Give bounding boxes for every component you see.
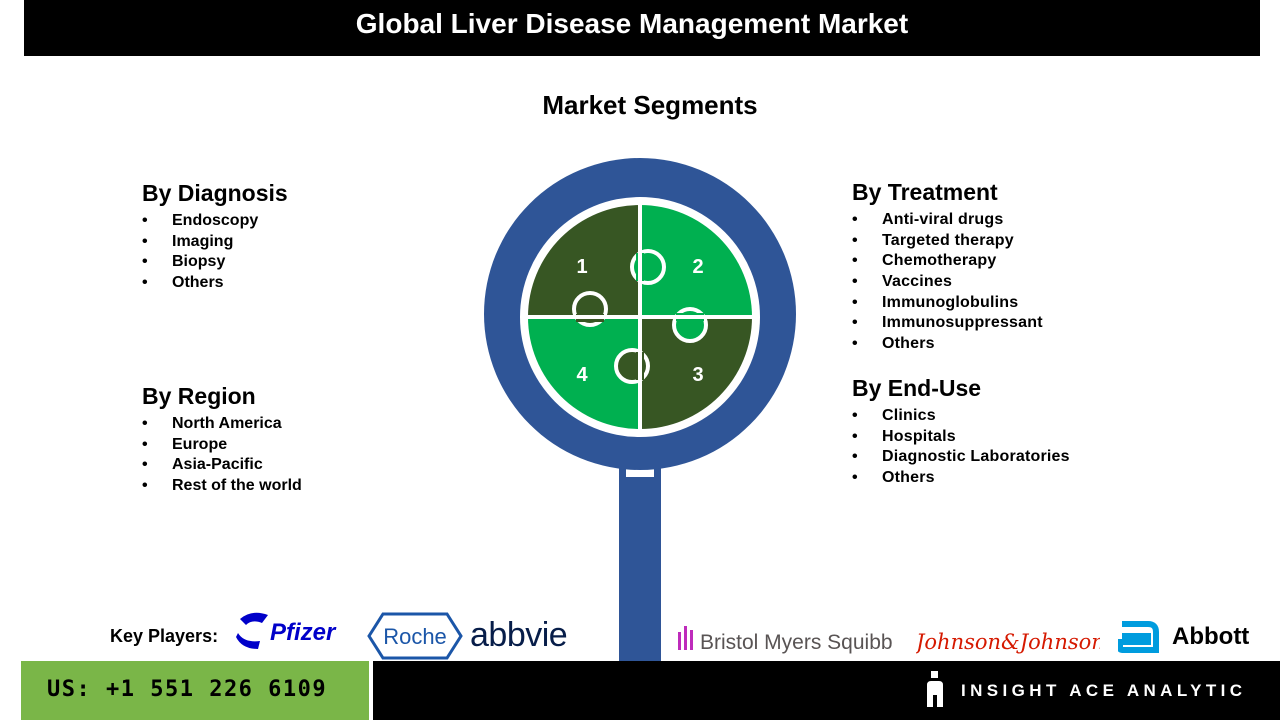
list-item: •Vaccines (852, 272, 1043, 293)
segment-heading: By Region (142, 383, 256, 409)
bullet-icon: • (852, 469, 858, 487)
abbott-logo: Abbott (1118, 621, 1249, 653)
puzzle-label-1: 1 (576, 256, 587, 278)
puzzle-piece-4 (528, 317, 640, 429)
list-item: •Others (142, 273, 288, 294)
segment-heading: By Treatment (852, 179, 998, 205)
segment-heading: By End-Use (852, 375, 982, 401)
abbvie-logo: abbvie (470, 616, 568, 654)
bullet-icon: • (142, 435, 148, 453)
list-item: •Europe (142, 435, 302, 456)
key-players-label: Key Players: (110, 626, 219, 646)
bms-wordmark: Bristol Myers Squibb (700, 631, 893, 654)
bullet-icon: • (142, 477, 148, 495)
roche-wordmark: Roche (383, 624, 447, 649)
bullet-icon: • (852, 427, 858, 445)
brand-name: INSIGHT ACE ANALYTIC (961, 681, 1247, 700)
puzzle-piece-3 (640, 317, 752, 429)
bullet-icon: • (852, 273, 858, 291)
bullet-icon: • (852, 231, 858, 249)
footer-contact-bar: US: +1 551 226 6109 (21, 661, 369, 720)
puzzle-piece-1 (528, 205, 640, 317)
bullet-icon: • (142, 274, 148, 292)
segment-diagnosis: By Diagnosis •Endoscopy •Imaging •Biopsy… (142, 180, 288, 294)
segment-list: •North America •Europe •Asia-Pacific •Re… (142, 414, 302, 497)
pfizer-wordmark: Pfizer (270, 619, 337, 646)
phone-number[interactable]: US: +1 551 226 6109 (47, 677, 328, 702)
puzzle-label-2: 2 (692, 256, 703, 278)
list-item: •Others (852, 468, 1070, 489)
puzzle-label-3: 3 (692, 364, 703, 386)
jnj-logo: Johnson&Johnson (916, 630, 1100, 654)
bullet-icon: • (852, 314, 858, 332)
abbvie-wordmark: abbvie (470, 616, 567, 654)
list-item: •Targeted therapy (852, 231, 1043, 252)
bullet-icon: • (852, 335, 858, 353)
puzzle-label-4: 4 (576, 364, 588, 386)
bms-logo: Bristol Myers Squibb (678, 626, 893, 654)
title-bar: Global Liver Disease Management Market (24, 0, 1260, 56)
list-item: •Imaging (142, 232, 288, 253)
bullet-icon: • (142, 232, 148, 250)
bullet-icon: • (852, 211, 858, 228)
segment-treatment: By Treatment •Anti-viral drugs •Targeted… (852, 179, 1043, 355)
list-item: •Diagnostic Laboratories (852, 447, 1070, 468)
list-item: •Asia-Pacific (142, 455, 302, 476)
list-item: •Hospitals (852, 427, 1070, 448)
section-subtitle: Market Segments (542, 90, 758, 120)
list-item: •Clinics (852, 406, 1070, 427)
list-item: •Biopsy (142, 252, 288, 273)
insightace-logo-icon (927, 671, 943, 707)
list-item: •Others (852, 334, 1043, 355)
list-item: •Endoscopy (142, 211, 288, 232)
segment-list: •Endoscopy •Imaging •Biopsy •Others (142, 211, 288, 294)
bullet-icon: • (852, 407, 858, 424)
bullet-icon: • (142, 456, 148, 474)
bullet-icon: • (852, 448, 858, 466)
magnifier-handle (619, 462, 661, 662)
list-item: •Anti-viral drugs (852, 210, 1043, 231)
list-item: •Rest of the world (142, 476, 302, 497)
list-item: •North America (142, 414, 302, 435)
bullet-icon: • (852, 252, 858, 270)
segment-list: •Clinics •Hospitals •Diagnostic Laborato… (852, 406, 1070, 489)
list-item: •Immunosuppressant (852, 313, 1043, 334)
list-item: •Chemotherapy (852, 251, 1043, 272)
footer-brand-bar: INSIGHT ACE ANALYTIC (373, 661, 1280, 720)
segment-list: •Anti-viral drugs •Targeted therapy •Che… (852, 210, 1043, 355)
segment-heading: By Diagnosis (142, 180, 288, 206)
bullet-icon: • (852, 293, 858, 311)
bullet-icon: • (142, 253, 148, 271)
segment-enduse: By End-Use •Clinics •Hospitals •Diagnost… (852, 375, 1070, 489)
jnj-wordmark: Johnson&Johnson (916, 630, 1100, 654)
pfizer-logo: Pfizer (236, 612, 337, 649)
page-title: Global Liver Disease Management Market (355, 8, 909, 39)
bullet-icon: • (142, 212, 148, 229)
segment-region: By Region •North America •Europe •Asia-P… (142, 383, 302, 497)
abbott-wordmark: Abbott (1172, 623, 1249, 650)
roche-logo: Roche (367, 612, 463, 660)
list-item: •Immunoglobulins (852, 293, 1043, 314)
bullet-icon: • (142, 415, 148, 432)
puzzle-piece-2 (640, 205, 752, 317)
